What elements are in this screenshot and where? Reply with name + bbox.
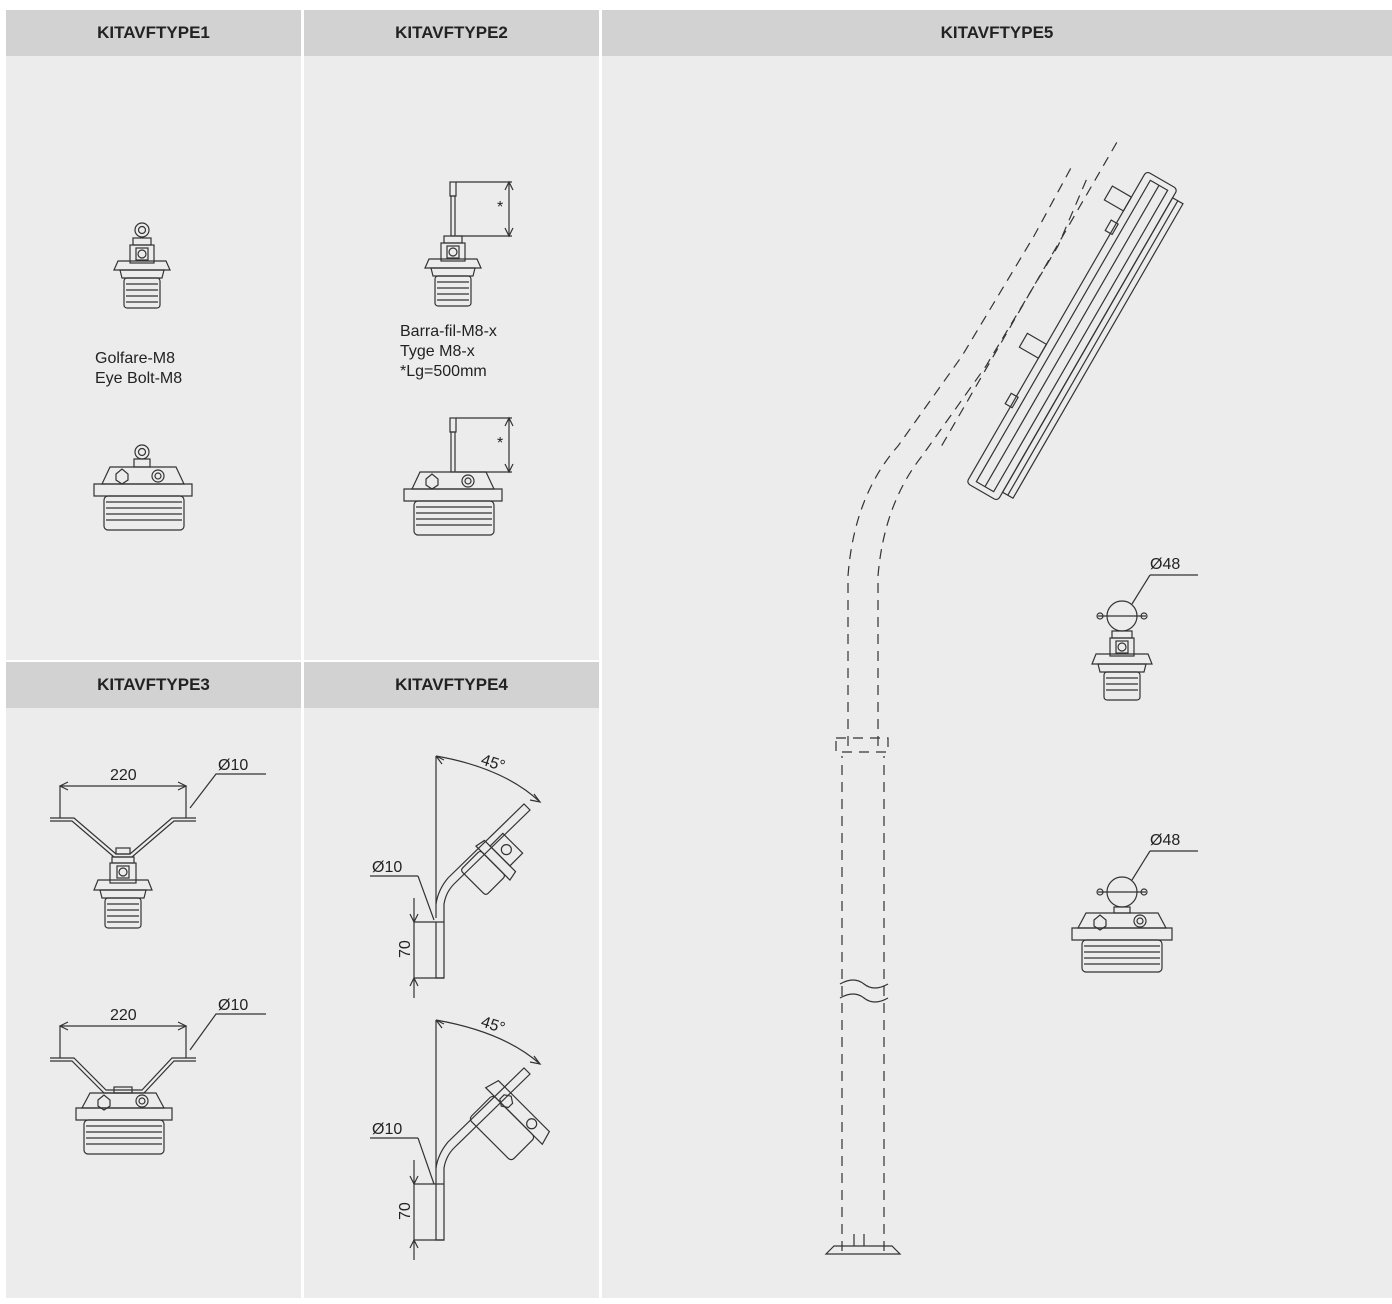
- caption-line-3: *Lg=500mm: [400, 363, 487, 380]
- v-bracket-wide-view: [50, 1013, 266, 1155]
- height-dim-2: 70: [397, 1202, 414, 1220]
- width-dim-2: 220: [110, 1007, 137, 1024]
- eye-bolt-front-view: [113, 222, 171, 309]
- panel-drawing: 220 Ø10 220 Ø10: [6, 708, 301, 1298]
- diameter-dim-2: Ø10: [218, 997, 248, 1014]
- panel-title: KITAVFTYPE3: [6, 662, 301, 708]
- panel-title: KITAVFTYPE4: [304, 662, 599, 708]
- panel-kitavftype2: KITAVFTYPE2: [304, 10, 599, 660]
- panel-title: KITAVFTYPE5: [602, 10, 1392, 56]
- threaded-rod-wide-view: [403, 416, 514, 536]
- threaded-rod-drawings: * *: [403, 180, 514, 536]
- angle-dim-2: 45°: [479, 1014, 507, 1038]
- panel-title: KITAVFTYPE2: [304, 10, 599, 56]
- pole-mount-drawings: Ø48 Ø48: [824, 142, 1198, 1255]
- angle-dim-1: 45°: [479, 752, 507, 776]
- angled-bracket-drawings: 45° Ø10 70 45° Ø10 70: [370, 752, 551, 1260]
- angled-bracket-view-2: [370, 1019, 551, 1260]
- eye-bolt-wide-view: [93, 444, 193, 531]
- diameter-dim-2: Ø10: [372, 1121, 402, 1138]
- diameter-dim-1: Ø48: [1150, 556, 1180, 573]
- caption-line-1: Golfare-M8: [95, 350, 176, 367]
- panel-kitavftype1: KITAVFTYPE1: [6, 10, 301, 660]
- pole-luminaire: [941, 142, 1184, 501]
- panel-drawing: Ø48 Ø48: [602, 56, 1392, 1298]
- diameter-dim-1: Ø10: [372, 859, 402, 876]
- eye-bolt-drawings: [93, 222, 193, 531]
- diameter-dim-2: Ø48: [1150, 832, 1180, 849]
- panel-kitavftype4: KITAVFTYPE4: [304, 662, 599, 1298]
- angled-bracket-view-1: [370, 755, 542, 998]
- panel-kitavftype3: KITAVFTYPE3: [6, 662, 301, 1298]
- caption-line-2: Eye Bolt-M8: [95, 370, 183, 387]
- panel-drawing: * * Barra-fil-M8-x Tyge M8-x *Lg=500mm: [304, 56, 599, 660]
- diameter-dim-1: Ø10: [218, 757, 248, 774]
- height-dim-1: 70: [397, 940, 414, 958]
- pipe-clamp-front-view: [1091, 574, 1198, 701]
- dim-star-2: *: [497, 435, 503, 452]
- v-bracket-front-view: [50, 773, 266, 929]
- caption-line-2: Tyge M8-x: [400, 343, 475, 360]
- caption-line-1: Barra-fil-M8-x: [400, 323, 497, 340]
- panel-drawing: Golfare-M8 Eye Bolt-M8: [6, 56, 301, 660]
- v-bracket-drawings: 220 Ø10 220 Ø10: [50, 757, 266, 1155]
- width-dim-1: 220: [110, 767, 137, 784]
- panel-title: KITAVFTYPE1: [6, 10, 301, 56]
- panel-drawing: 45° Ø10 70 45° Ø10 70: [304, 708, 599, 1298]
- pipe-clamp-wide-view: [1071, 850, 1198, 973]
- pole: [835, 165, 1089, 1251]
- panel-kitavftype5: KITAVFTYPE5: [602, 10, 1392, 1298]
- threaded-rod-front-view: [424, 180, 514, 307]
- dim-star-1: *: [497, 199, 503, 216]
